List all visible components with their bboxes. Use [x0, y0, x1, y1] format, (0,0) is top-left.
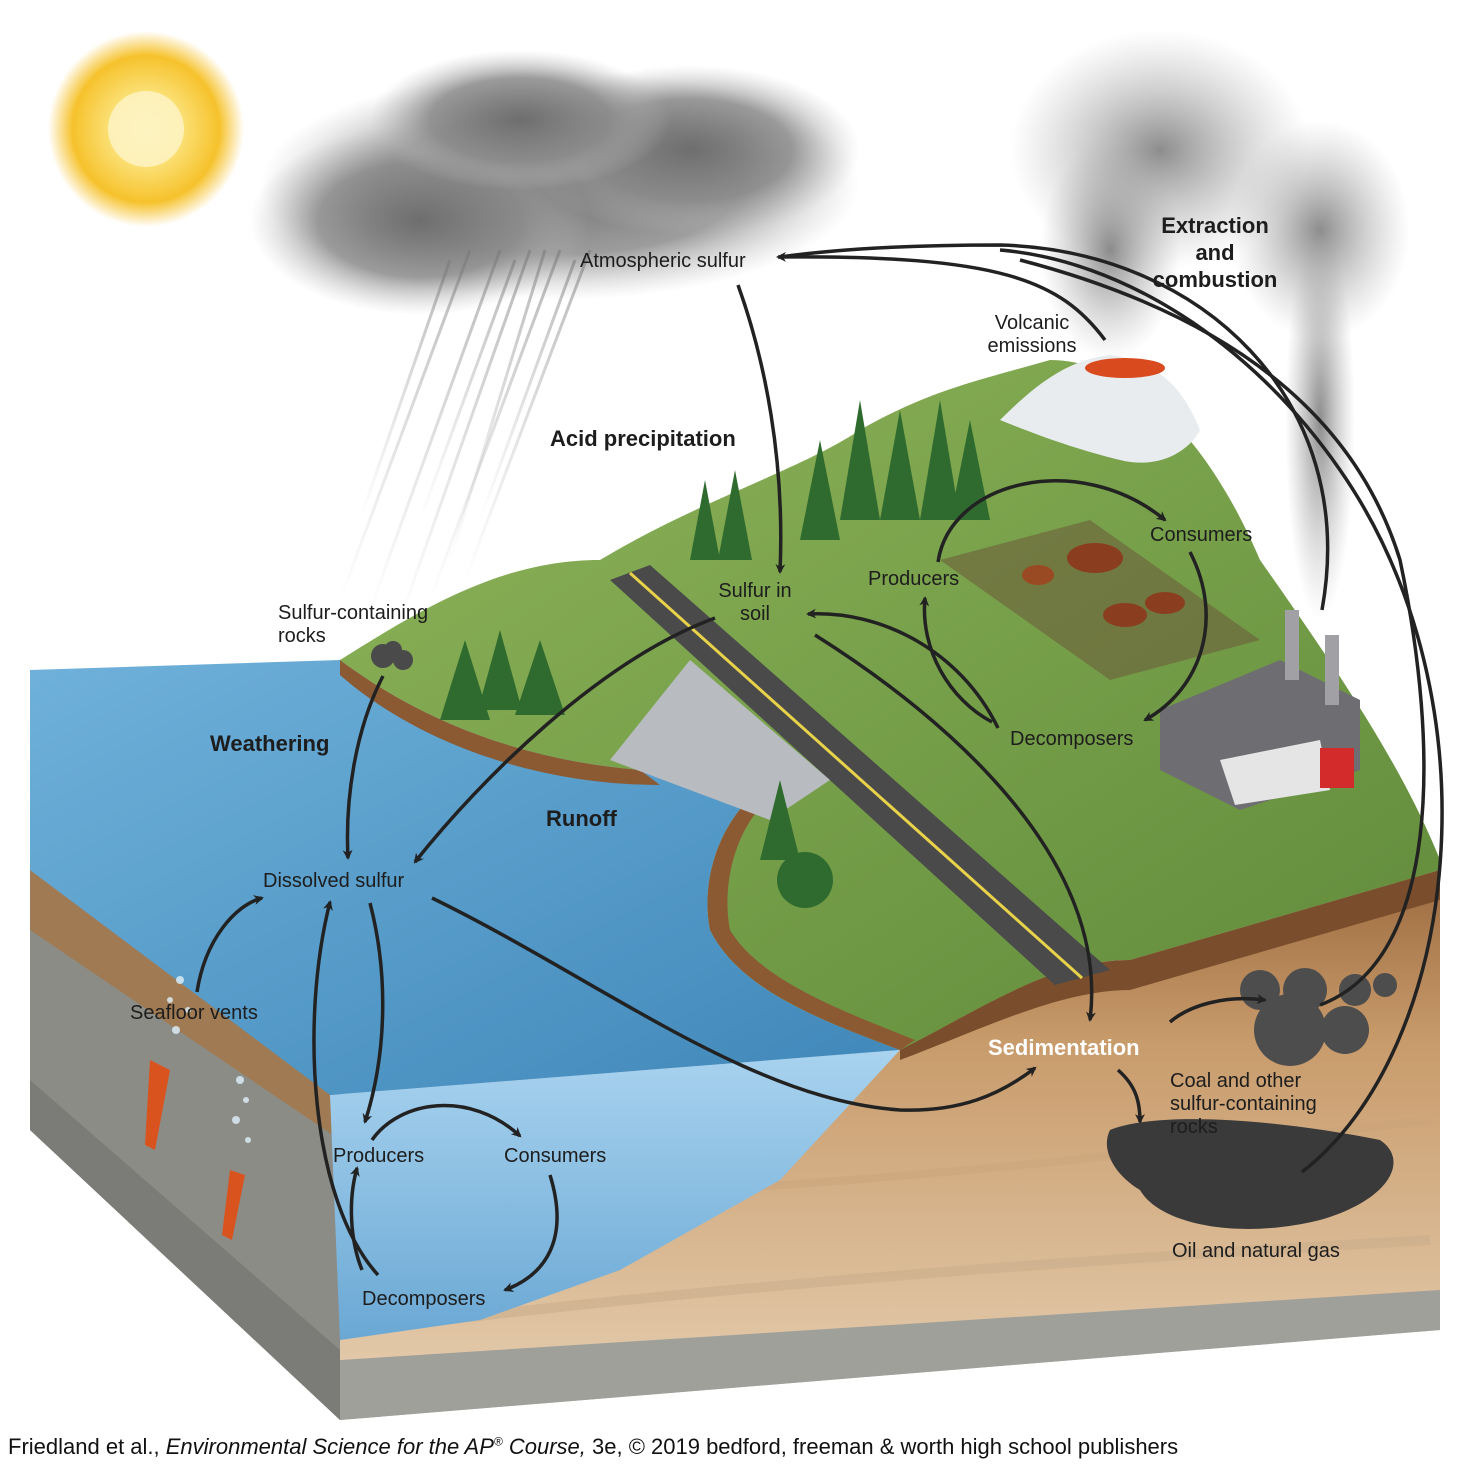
label-decomposers-land: Decomposers [1010, 728, 1134, 750]
label-sedimentation: Sedimentation [988, 1035, 1140, 1060]
vent-bubbles [167, 976, 251, 1143]
coal-rocks [1240, 968, 1397, 1066]
arrow-sedimentation-to-oil [1116, 1068, 1145, 1124]
rain-cloud [250, 50, 860, 315]
ocean-front-face [330, 1050, 900, 1340]
credit-book-title: Environmental Science for the AP® Course… [166, 1434, 586, 1459]
label-atmospheric-sulfur: Atmospheric sulfur [580, 250, 746, 272]
arrow-land-decomposers-to-producers [919, 596, 993, 724]
trees [440, 400, 990, 908]
road-center-line [628, 571, 1084, 980]
label-producers-ocean: Producers [333, 1145, 425, 1167]
figure-credit: Friedland et al., Environmental Science … [8, 1434, 1178, 1460]
volcano-crater [1085, 358, 1165, 378]
label-weathering: Weathering [210, 731, 330, 756]
credit-book-title-text: Environmental Science for the AP [165, 1434, 494, 1459]
label-seafloor-vents: Seafloor vents [130, 1002, 258, 1024]
land-surface [340, 360, 1440, 1050]
label-volcanic-emissions: Volcanic emissions [987, 312, 1077, 357]
arrow-runoff [413, 616, 716, 864]
label-acid-precipitation: Acid precipitation [550, 426, 736, 451]
arrow-sedimentation-to-coal [1168, 994, 1267, 1024]
cattle [1022, 543, 1185, 627]
mountain-snow [1000, 355, 1200, 463]
seafloor-vent-lava [145, 1060, 245, 1240]
arrow-land-consumers-to-decomposers [1143, 551, 1208, 722]
arrow-decomposers-to-soil [806, 608, 1000, 729]
arrow-combustion-to-atmosphere [779, 243, 1330, 611]
factory [1160, 610, 1360, 810]
oil-gas-deposit [1106, 1119, 1394, 1229]
label-dissolved-sulfur: Dissolved sulfur [263, 870, 405, 892]
credit-book-title-end: Course, [502, 1434, 586, 1459]
sulfur-rocks [371, 641, 413, 670]
shoreline-soil [340, 660, 660, 785]
arrow-volcanic-emissions [776, 251, 1107, 342]
label-runoff: Runoff [546, 806, 617, 831]
ocean-surface [30, 660, 900, 1095]
label-extraction-and-combustion: Extraction and combustion [1152, 213, 1278, 292]
label-sulfur-in-soil: Sulfur in soil [718, 580, 792, 625]
arrow-ocean-producers-to-consumers [370, 1103, 522, 1142]
cycle-arrows [195, 243, 1444, 1292]
label-consumers-land: Consumers [1150, 524, 1253, 546]
riverbank-soil [707, 790, 915, 1050]
credit-rest: 3e, © 2019 bedford, freeman & worth high… [585, 1434, 1179, 1459]
arrow-weathering [342, 675, 385, 860]
arrow-ocean-decomposers-to-producers [349, 1166, 364, 1271]
arrow-soil-to-sedimentation [814, 633, 1096, 1022]
bridge [610, 660, 830, 820]
credit-reg-mark: ® [493, 1434, 503, 1449]
arrow-ocean-consumers-to-decomposers [503, 1174, 559, 1292]
arrow-dissolved-to-sedimentation [431, 896, 1037, 1112]
road [610, 565, 1110, 985]
arrow-acid-precipitation [736, 284, 786, 574]
pasture [940, 520, 1260, 680]
arrow-oil-to-atmosphere [999, 248, 1444, 1174]
label-producers-land: Producers [868, 568, 960, 590]
label-decomposers-ocean: Decomposers [362, 1288, 486, 1310]
seafloor-strip [30, 870, 340, 1140]
label-coal-rocks: Coal and other sulfur-containing rocks [1170, 1070, 1317, 1138]
arrow-vents-to-dissolved [195, 895, 264, 993]
arrow-coal-to-atmosphere [1019, 258, 1426, 1007]
rain-streaks [338, 249, 592, 621]
arrow-land-producers-to-consumers [936, 479, 1167, 563]
label-sulfur-containing-rocks: Sulfur-containing rocks [278, 602, 429, 647]
credit-authors: Friedland et al., [8, 1434, 166, 1459]
soil-cut [900, 870, 1440, 1060]
sun [48, 31, 244, 227]
label-oil-and-natural-gas: Oil and natural gas [1172, 1240, 1340, 1262]
arrow-dissolved-to-producers [362, 902, 385, 1124]
label-consumers-ocean: Consumers [504, 1145, 607, 1167]
